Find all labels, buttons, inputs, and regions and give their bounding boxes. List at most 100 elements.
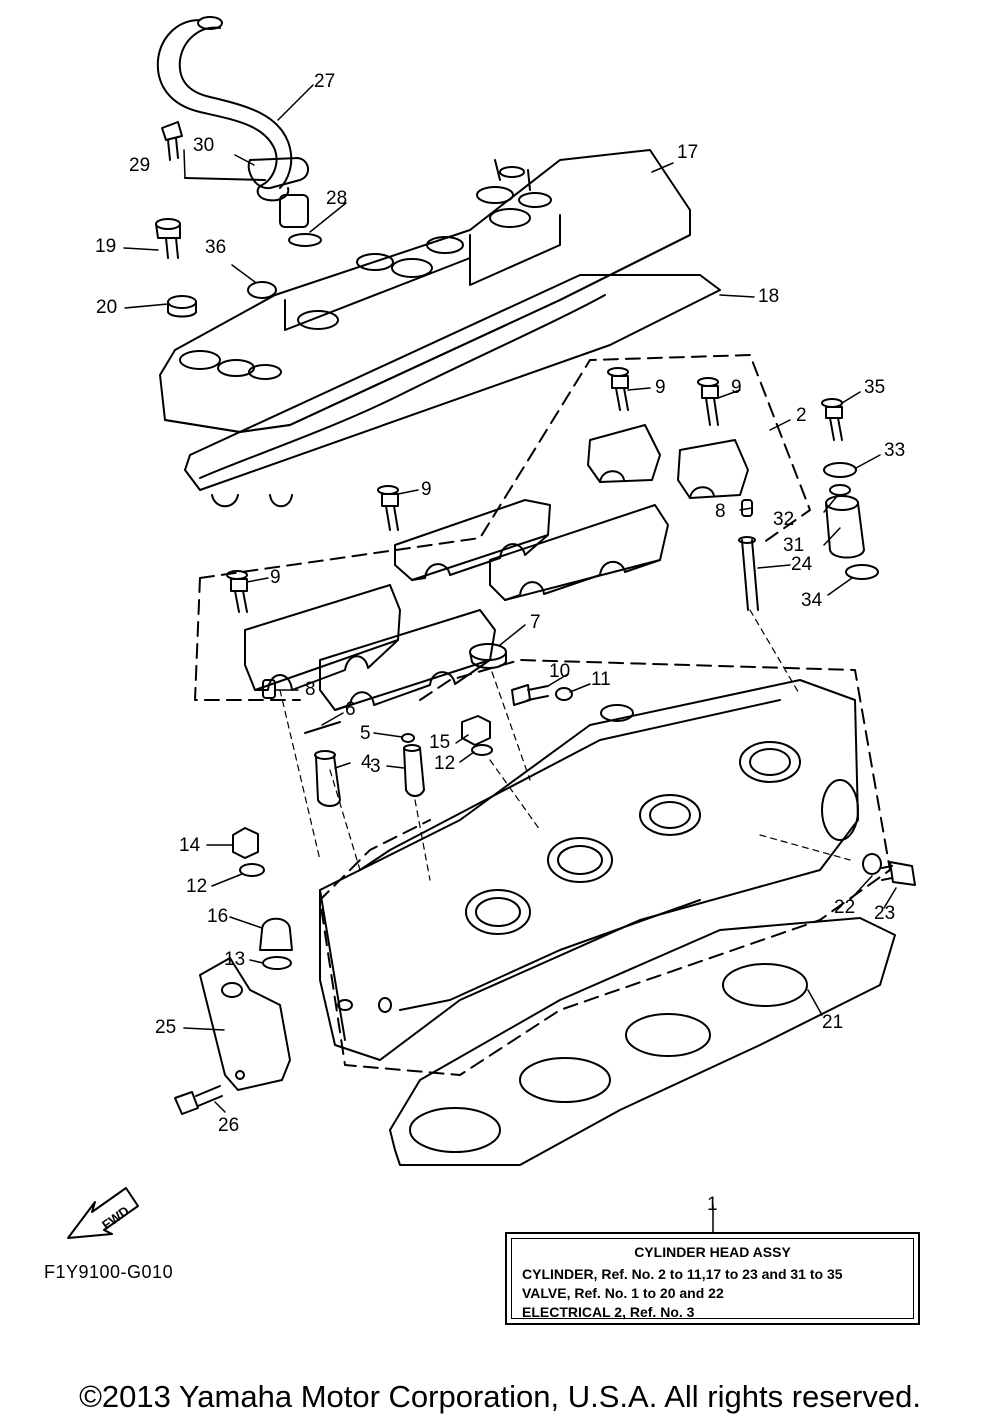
callout-29: 29 (129, 155, 151, 176)
callout-6: 6 (345, 699, 356, 720)
nut-part-15 (461, 715, 491, 746)
sensor-part-31 (825, 495, 865, 559)
o-ring-part-34 (845, 564, 879, 580)
camshaft-cap-mid-front (489, 504, 669, 601)
bolt-part-9-b (697, 377, 719, 426)
callout-23: 23 (874, 903, 896, 924)
alignment-lines (279, 609, 851, 881)
legend-title: CYLINDER HEAD ASSY (634, 1244, 791, 1260)
washer-part-12-a (471, 744, 493, 756)
callout-3: 3 (370, 756, 381, 777)
grommet-part-20 (167, 295, 197, 318)
clamp-part-30 (184, 157, 309, 190)
callout-25: 25 (155, 1017, 177, 1038)
callout-9a: 9 (655, 377, 666, 398)
leader-lines (123, 84, 897, 1233)
copyright-notice: ©2013 Yamaha Motor Corporation, U.S.A. A… (79, 1379, 921, 1414)
washer-part-22 (862, 853, 882, 875)
camshaft-cap-small-1 (587, 424, 661, 483)
camshaft-cap-mid-rear (394, 499, 551, 581)
callout-16: 16 (207, 906, 229, 927)
callout-7: 7 (530, 612, 541, 633)
callout-9b: 9 (731, 377, 742, 398)
spring-part-6 (304, 721, 341, 734)
callout-8b: 8 (305, 679, 316, 700)
diagram-code: F1Y9100-G010 (44, 1262, 174, 1282)
callout-30: 30 (193, 135, 215, 156)
callout-17: 17 (677, 142, 699, 163)
callout-28: 28 (326, 188, 348, 209)
washer-part-12-b (239, 863, 265, 877)
callout-8a: 8 (715, 501, 726, 522)
bracket-part-25 (199, 957, 291, 1091)
union-part-28 (279, 194, 322, 247)
callout-33: 33 (884, 440, 906, 461)
callout-2: 2 (796, 405, 807, 426)
oil-filler-cap-part-7 (469, 643, 507, 669)
camshaft-cap-left-front (319, 609, 496, 711)
callout-12b: 12 (186, 876, 208, 897)
callout-21: 21 (822, 1012, 844, 1033)
cylinder-head-gasket-part-21 (389, 917, 896, 1166)
callout-24: 24 (791, 554, 813, 575)
cylinder-head-cover-part-17 (159, 149, 691, 433)
guide-part-3 (403, 744, 425, 797)
stud-bolt-part-24 (738, 536, 759, 611)
bolt-part-29 (161, 121, 183, 161)
nut-part-14 (232, 827, 259, 859)
camshaft-cap-boundary (194, 354, 811, 701)
bolt-part-23 (881, 861, 916, 886)
callout-1: 1 (707, 1194, 718, 1215)
cylinder-head-boundary (319, 659, 891, 1076)
callout-36: 36 (205, 237, 227, 258)
washer-part-32 (829, 484, 851, 496)
callout-15: 15 (429, 732, 451, 753)
callout-4: 4 (361, 752, 372, 773)
legend-inner-border: CYLINDER HEAD ASSY CYLINDER, Ref. No. 2 … (511, 1238, 914, 1320)
gasket-part-18 (184, 274, 721, 508)
callout-19: 19 (95, 236, 117, 257)
bolt-part-26 (174, 1085, 223, 1115)
washer-part-11 (555, 687, 573, 701)
callout-34: 34 (801, 590, 823, 611)
legend-box: CYLINDER HEAD ASSY CYLINDER, Ref. No. 2 … (505, 1232, 920, 1325)
bolt-part-19 (155, 218, 181, 259)
callout-13: 13 (224, 949, 246, 970)
camshaft-cap-small-2 (677, 439, 749, 499)
legend-line-valve: VALVE, Ref. No. 1 to 20 and 22 (522, 1285, 724, 1301)
callout-9d: 9 (270, 567, 281, 588)
cylinder-head (319, 679, 859, 1061)
callout-14: 14 (179, 835, 201, 856)
bolt-part-35 (821, 398, 843, 441)
legend-line-cylinder: CYLINDER, Ref. No. 2 to 11,17 to 23 and … (522, 1266, 843, 1282)
breather-hose-part-27 (156, 16, 293, 202)
fwd-arrow-icon (67, 1187, 139, 1239)
callout-22: 22 (834, 897, 856, 918)
callout-20: 20 (96, 297, 118, 318)
callout-11: 11 (591, 669, 611, 690)
legend-line-electrical: ELECTRICAL 2, Ref. No. 3 (522, 1304, 695, 1320)
plug-part-36 (247, 281, 277, 299)
callout-32: 32 (773, 509, 795, 530)
bolt-part-10 (511, 684, 549, 706)
callout-18: 18 (758, 286, 780, 307)
washer-part-13 (262, 956, 292, 970)
callout-35: 35 (864, 377, 886, 398)
dowel-pin-part-8-b (262, 679, 276, 699)
callout-10: 10 (549, 661, 571, 682)
cap-nut-part-16 (259, 917, 293, 951)
camshaft-cap-left-rear (244, 584, 401, 691)
callout-31: 31 (783, 535, 805, 556)
clip-part-5 (401, 733, 415, 743)
washer-part-33 (823, 462, 857, 478)
callout-9c: 9 (421, 479, 432, 500)
callout-27: 27 (314, 71, 336, 92)
callout-12a: 12 (434, 753, 456, 774)
callout-26: 26 (218, 1115, 240, 1136)
guide-part-4 (314, 750, 341, 807)
bolt-part-9-c (377, 485, 399, 531)
callout-5: 5 (360, 723, 371, 744)
fwd-label: FWD (99, 1203, 132, 1233)
bolt-part-9-a (607, 367, 629, 411)
